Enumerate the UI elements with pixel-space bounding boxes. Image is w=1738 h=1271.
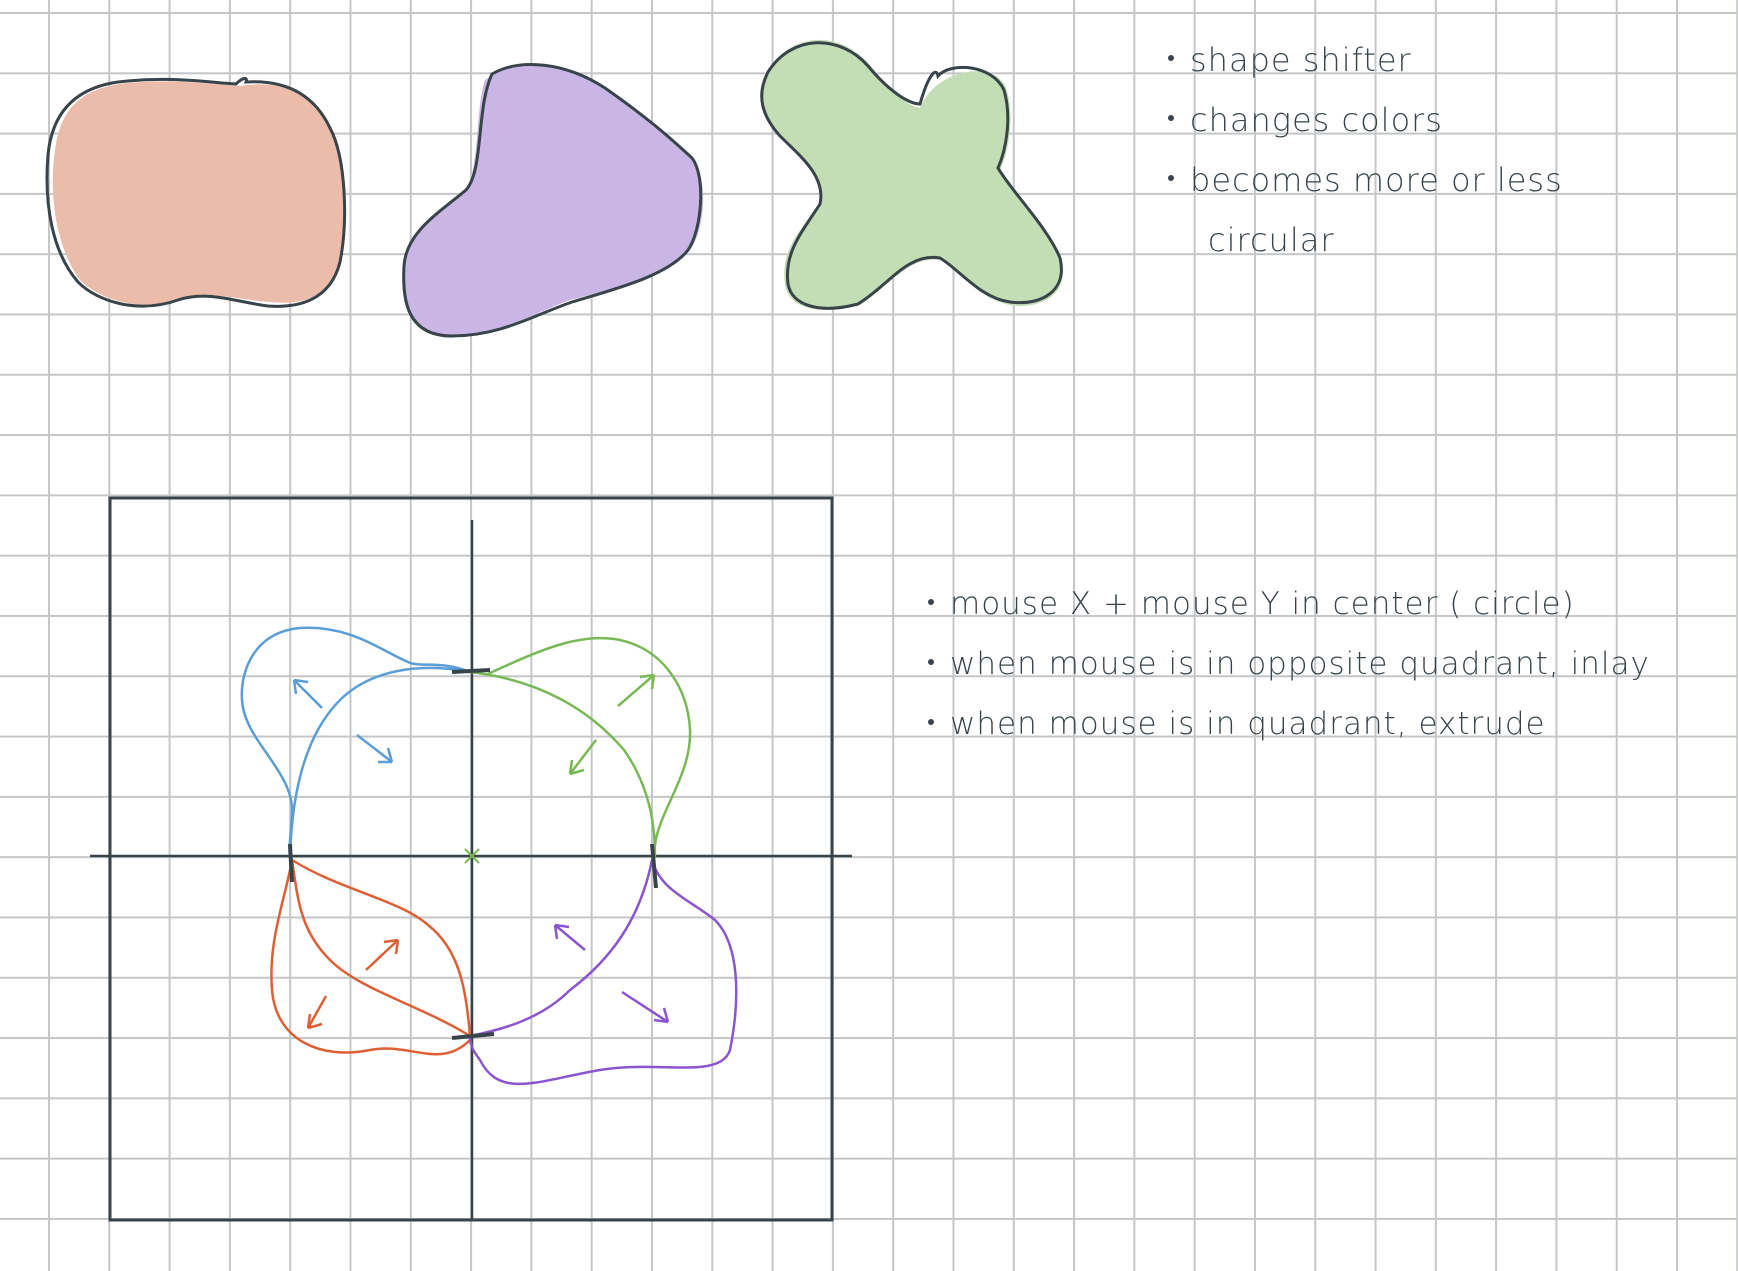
lavender-blob-shape — [402, 63, 704, 338]
blue-extrude-curve — [240, 626, 471, 859]
note-text: shape shifter — [1190, 41, 1412, 79]
note-line-shape-shifter: shape shifter — [1168, 30, 1563, 90]
green-arrow-icon — [568, 673, 656, 776]
purple-arrow-icon — [553, 923, 670, 1024]
blue-arrow-icon — [292, 678, 394, 764]
purple-extrude-curve — [468, 859, 738, 1086]
green-extrude-curve — [469, 636, 692, 859]
note-text: mouse X + mouse Y in center ( circle) — [950, 586, 1575, 622]
note-text: becomes more or less — [1190, 161, 1563, 199]
note-line-in-quadrant: when mouse is in quadrant, extrude — [928, 694, 1650, 754]
mint-x-shape — [760, 39, 1064, 310]
note-text: changes colors — [1190, 101, 1443, 139]
orange-arrow-icon — [306, 938, 400, 1030]
note-text: when mouse is in quadrant, extrude — [950, 706, 1546, 742]
note-line-more-or-less: becomes more or less — [1168, 150, 1563, 210]
salmon-blob-shape — [45, 76, 347, 308]
note-text: circular — [1208, 221, 1335, 259]
notes-top: shape shifter changes colors becomes mor… — [1168, 30, 1563, 270]
center-marker-icon — [464, 848, 480, 864]
note-line-changes-colors: changes colors — [1168, 90, 1563, 150]
note-text: when mouse is in opposite quadrant, inla… — [950, 646, 1650, 682]
note-line-opposite-quadrant: when mouse is in opposite quadrant, inla… — [928, 634, 1650, 694]
junction-marks — [288, 668, 658, 1040]
notes-bottom: mouse X + mouse Y in center ( circle) wh… — [928, 574, 1650, 754]
note-line-mouse-center: mouse X + mouse Y in center ( circle) — [928, 574, 1650, 634]
note-line-circular: circular — [1168, 210, 1563, 270]
orange-extrude-curve — [270, 858, 472, 1056]
diagram-axes — [90, 520, 852, 1220]
